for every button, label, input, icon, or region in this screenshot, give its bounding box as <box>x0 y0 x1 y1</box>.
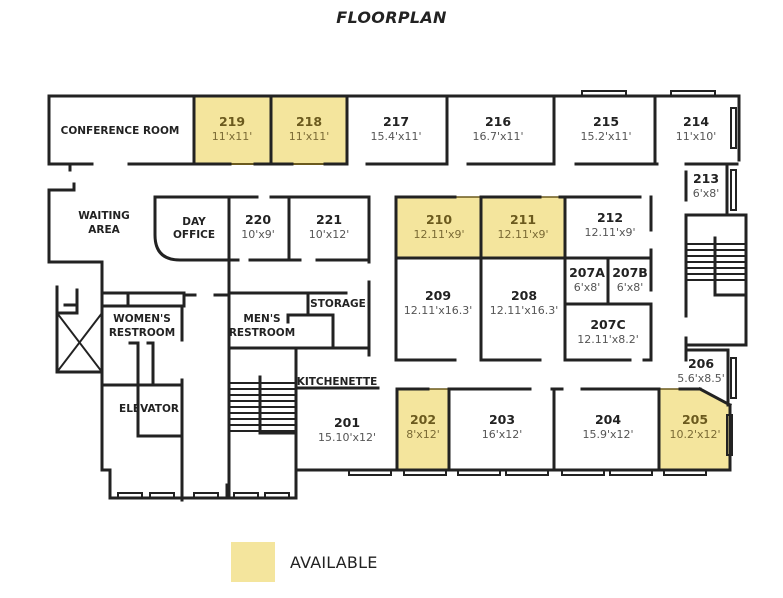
room-number-208: 208 <box>511 288 537 303</box>
legend-available-swatch <box>231 542 275 582</box>
room-size-207a: 6'x8' <box>574 281 601 294</box>
room-size-216: 16.7'x11' <box>472 130 523 143</box>
page-title: FLOORPLAN <box>336 8 447 27</box>
room-name-waiting-2: AREA <box>88 224 120 236</box>
room-number-210: 210 <box>426 212 452 227</box>
room-number-218: 218 <box>296 114 322 129</box>
room-size-218: 11'x11' <box>289 130 330 143</box>
room-number-213: 213 <box>693 171 719 186</box>
room-size-220: 10'x9' <box>241 228 275 241</box>
room-number-220: 220 <box>245 212 271 227</box>
legend-available-label: AVAILABLE <box>290 552 378 572</box>
room-size-209: 12.11'x16.3' <box>404 304 473 317</box>
room-number-219: 219 <box>219 114 245 129</box>
room-size-204: 15.9'x12' <box>582 428 633 441</box>
room-name-day-office-2: OFFICE <box>173 229 215 241</box>
room-number-216: 216 <box>485 114 511 129</box>
legend: AVAILABLE <box>231 542 378 582</box>
room-size-202: 8'x12' <box>406 428 440 441</box>
room-number-202: 202 <box>410 412 436 427</box>
room-number-205: 205 <box>682 412 708 427</box>
room-number-221: 221 <box>316 212 342 227</box>
room-size-207c: 12.11'x8.2' <box>577 333 639 346</box>
room-size-219: 11'x11' <box>212 130 253 143</box>
room-size-221: 10'x12' <box>309 228 350 241</box>
room-number-212: 212 <box>597 210 623 225</box>
room-name-elevator: ELEVATOR <box>119 403 179 415</box>
room-name-womens-1: WOMEN'S <box>113 313 171 325</box>
room-size-207b: 6'x8' <box>617 281 644 294</box>
room-number-215: 215 <box>593 114 619 129</box>
room-number-214: 214 <box>683 114 709 129</box>
room-number-211: 211 <box>510 212 536 227</box>
room-name-storage: STORAGE <box>310 298 366 310</box>
room-size-210: 12.11'x9' <box>413 228 464 241</box>
room-size-215: 15.2'x11' <box>580 130 631 143</box>
room-number-207b: 207B <box>612 265 648 280</box>
room-name-waiting-1: WAITING <box>78 210 130 222</box>
room-size-208: 12.11'x16.3' <box>490 304 559 317</box>
walls <box>47 90 748 502</box>
room-labels: CONFERENCE ROOM 219 11'x11' 218 11'x11' … <box>61 114 725 444</box>
room-size-201: 15.10'x12' <box>318 431 376 444</box>
room-name-day-office-1: DAY <box>182 216 206 228</box>
room-size-212: 12.11'x9' <box>584 226 635 239</box>
room-name-conference: CONFERENCE ROOM <box>61 125 180 137</box>
room-number-207c: 207C <box>590 317 625 332</box>
room-size-211: 12.11'x9' <box>497 228 548 241</box>
room-size-214: 11'x10' <box>676 130 717 143</box>
room-size-205: 10.2'x12' <box>669 428 720 441</box>
room-number-207a: 207A <box>569 265 605 280</box>
room-name-mens-1: MEN'S <box>243 313 280 325</box>
room-size-203: 16'x12' <box>482 428 523 441</box>
room-name-womens-2: RESTROOM <box>109 327 175 339</box>
room-number-203: 203 <box>489 412 515 427</box>
room-size-217: 15.4'x11' <box>370 130 421 143</box>
room-number-204: 204 <box>595 412 621 427</box>
room-name-kitchenette: KITCHENETTE <box>297 376 378 388</box>
room-number-201: 201 <box>334 415 360 430</box>
room-number-209: 209 <box>425 288 451 303</box>
room-number-206: 206 <box>688 356 714 371</box>
room-number-217: 217 <box>383 114 409 129</box>
room-size-213: 6'x8' <box>693 187 720 200</box>
room-size-206: 5.6'x8.5' <box>677 372 725 385</box>
room-name-mens-2: RESTROOM <box>229 327 295 339</box>
